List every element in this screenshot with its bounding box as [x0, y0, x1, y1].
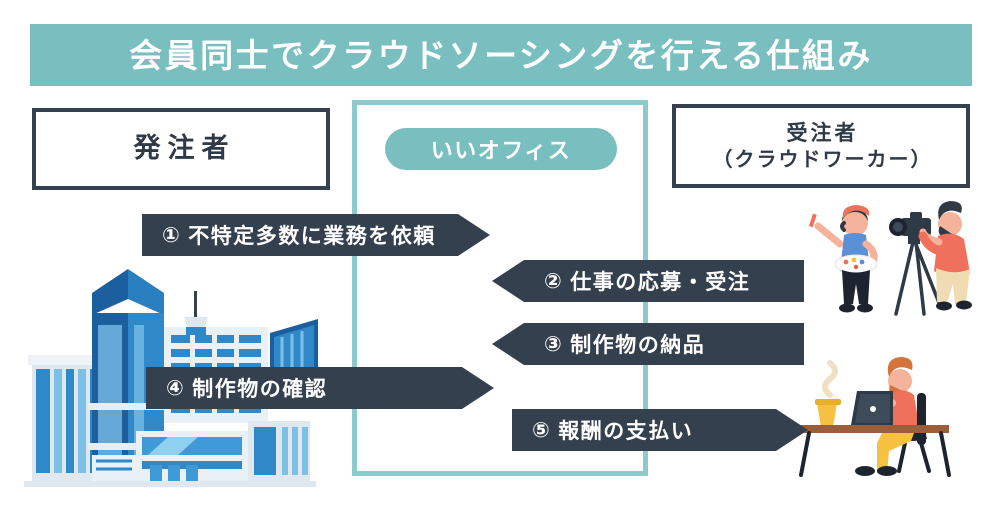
worker-label-main: 受注者 — [786, 120, 859, 145]
flow-arrow-1-label: 不特定多数に業務を依頼 — [188, 224, 436, 248]
flow-arrow-1-number: ① — [162, 223, 182, 247]
worker-label: 受注者 （クラウドワーカー） — [710, 120, 933, 172]
flow-arrow-4-label: 制作物の確認 — [192, 377, 328, 401]
flow-arrow-3-label: 制作物の納品 — [570, 333, 706, 357]
worker-column-header: 受注者 （クラウドワーカー） — [672, 104, 970, 188]
flow-arrow-5-number: ⑤ — [532, 418, 552, 442]
flow-arrow-3: ③ 制作物の納品 — [492, 323, 804, 365]
painter-and-photographer-illustration — [800, 196, 985, 336]
client-column-header: 発注者 — [32, 108, 330, 190]
flow-arrow-5-label: 報酬の支払い — [558, 419, 694, 443]
platform-badge: いいオフィス — [385, 128, 617, 170]
flow-arrow-2-number: ② — [544, 269, 564, 293]
freelancer-at-laptop-illustration — [795, 345, 985, 480]
flow-arrow-4-number: ④ — [166, 376, 186, 400]
flow-arrow-1: ① 不特定多数に業務を依頼 — [142, 214, 490, 256]
flow-arrow-2-label: 仕事の応募・受注 — [570, 270, 751, 294]
city-skyline-illustration — [18, 255, 318, 490]
flow-arrow-4: ④ 制作物の確認 — [146, 367, 494, 409]
platform-label: いいオフィス — [430, 139, 572, 164]
title-banner: 会員同士でクラウドソーシングを行える仕組み — [30, 24, 972, 86]
client-label: 発注者 — [133, 132, 236, 164]
page-title: 会員同士でクラウドソーシングを行える仕組み — [129, 35, 873, 75]
flow-arrow-3-number: ③ — [544, 332, 564, 356]
flow-arrow-5: ⑤ 報酬の支払い — [512, 409, 808, 451]
worker-label-sub: （クラウドワーカー） — [712, 146, 933, 171]
flow-arrow-2: ② 仕事の応募・受注 — [492, 260, 804, 302]
